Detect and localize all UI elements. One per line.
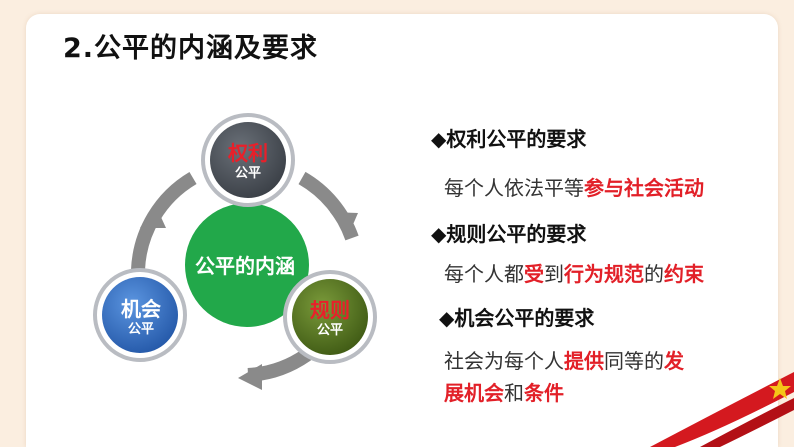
node-rule-main: 规则 <box>310 298 350 322</box>
highlight-text: 提供 <box>564 349 604 373</box>
node-opportunity-circle <box>93 268 187 362</box>
highlight-text: 约束 <box>664 262 704 286</box>
highlight-text: 发 <box>664 349 684 373</box>
text: 每个人依法平等 <box>444 176 584 200</box>
text: 到 <box>544 262 564 286</box>
section-opportunity-heading: ◆机会公平的要求 <box>439 306 595 330</box>
section-rule-body: 每个人都受到行为规范的约束 <box>444 258 704 287</box>
text: 社会为每个人 <box>444 349 564 373</box>
center-label: 公平的内涵 <box>195 254 295 278</box>
node-rule: 规则 公平 <box>300 298 360 340</box>
node-right: 权利 公平 <box>218 141 278 183</box>
text: 每个人都 <box>444 262 524 286</box>
section-opportunity-body-line2: 展机会和条件 <box>444 377 564 406</box>
text: 同等的 <box>604 349 664 373</box>
center-circle <box>185 203 309 327</box>
node-rule-circle <box>283 270 377 364</box>
highlight-text: 受 <box>524 262 544 286</box>
node-opportunity: 机会 公平 <box>111 297 171 339</box>
highlight-text: 条件 <box>524 381 564 405</box>
arrow-head-left <box>140 204 166 228</box>
node-opportunity-sub: 公平 <box>127 322 154 337</box>
node-opportunity-main: 机会 <box>121 297 161 321</box>
section-right-heading: ◆权利公平的要求 <box>431 127 587 151</box>
highlight-text: 参与社会活动 <box>584 176 704 200</box>
arrow-head-right <box>330 212 358 236</box>
section-right-body: 每个人依法平等参与社会活动 <box>444 172 704 201</box>
node-rule-sub: 公平 <box>316 323 343 338</box>
node-right-circle <box>201 113 295 207</box>
text: 的 <box>644 262 664 286</box>
page-title: 2.公平的内涵及要求 <box>63 33 319 64</box>
node-right-sub: 公平 <box>234 166 261 181</box>
highlight-text: 行为规范 <box>564 262 644 286</box>
cycle-ring <box>131 171 359 390</box>
text: 和 <box>504 381 524 405</box>
arrow-head-bottom <box>238 364 262 390</box>
section-rule-heading: ◆规则公平的要求 <box>431 222 587 246</box>
node-right-main: 权利 <box>228 141 268 165</box>
decorative-ribbon <box>650 372 794 447</box>
star-icon <box>769 378 791 399</box>
section-opportunity-body-line1: 社会为每个人提供同等的发 <box>444 345 684 374</box>
highlight-text: 展机会 <box>444 381 504 405</box>
